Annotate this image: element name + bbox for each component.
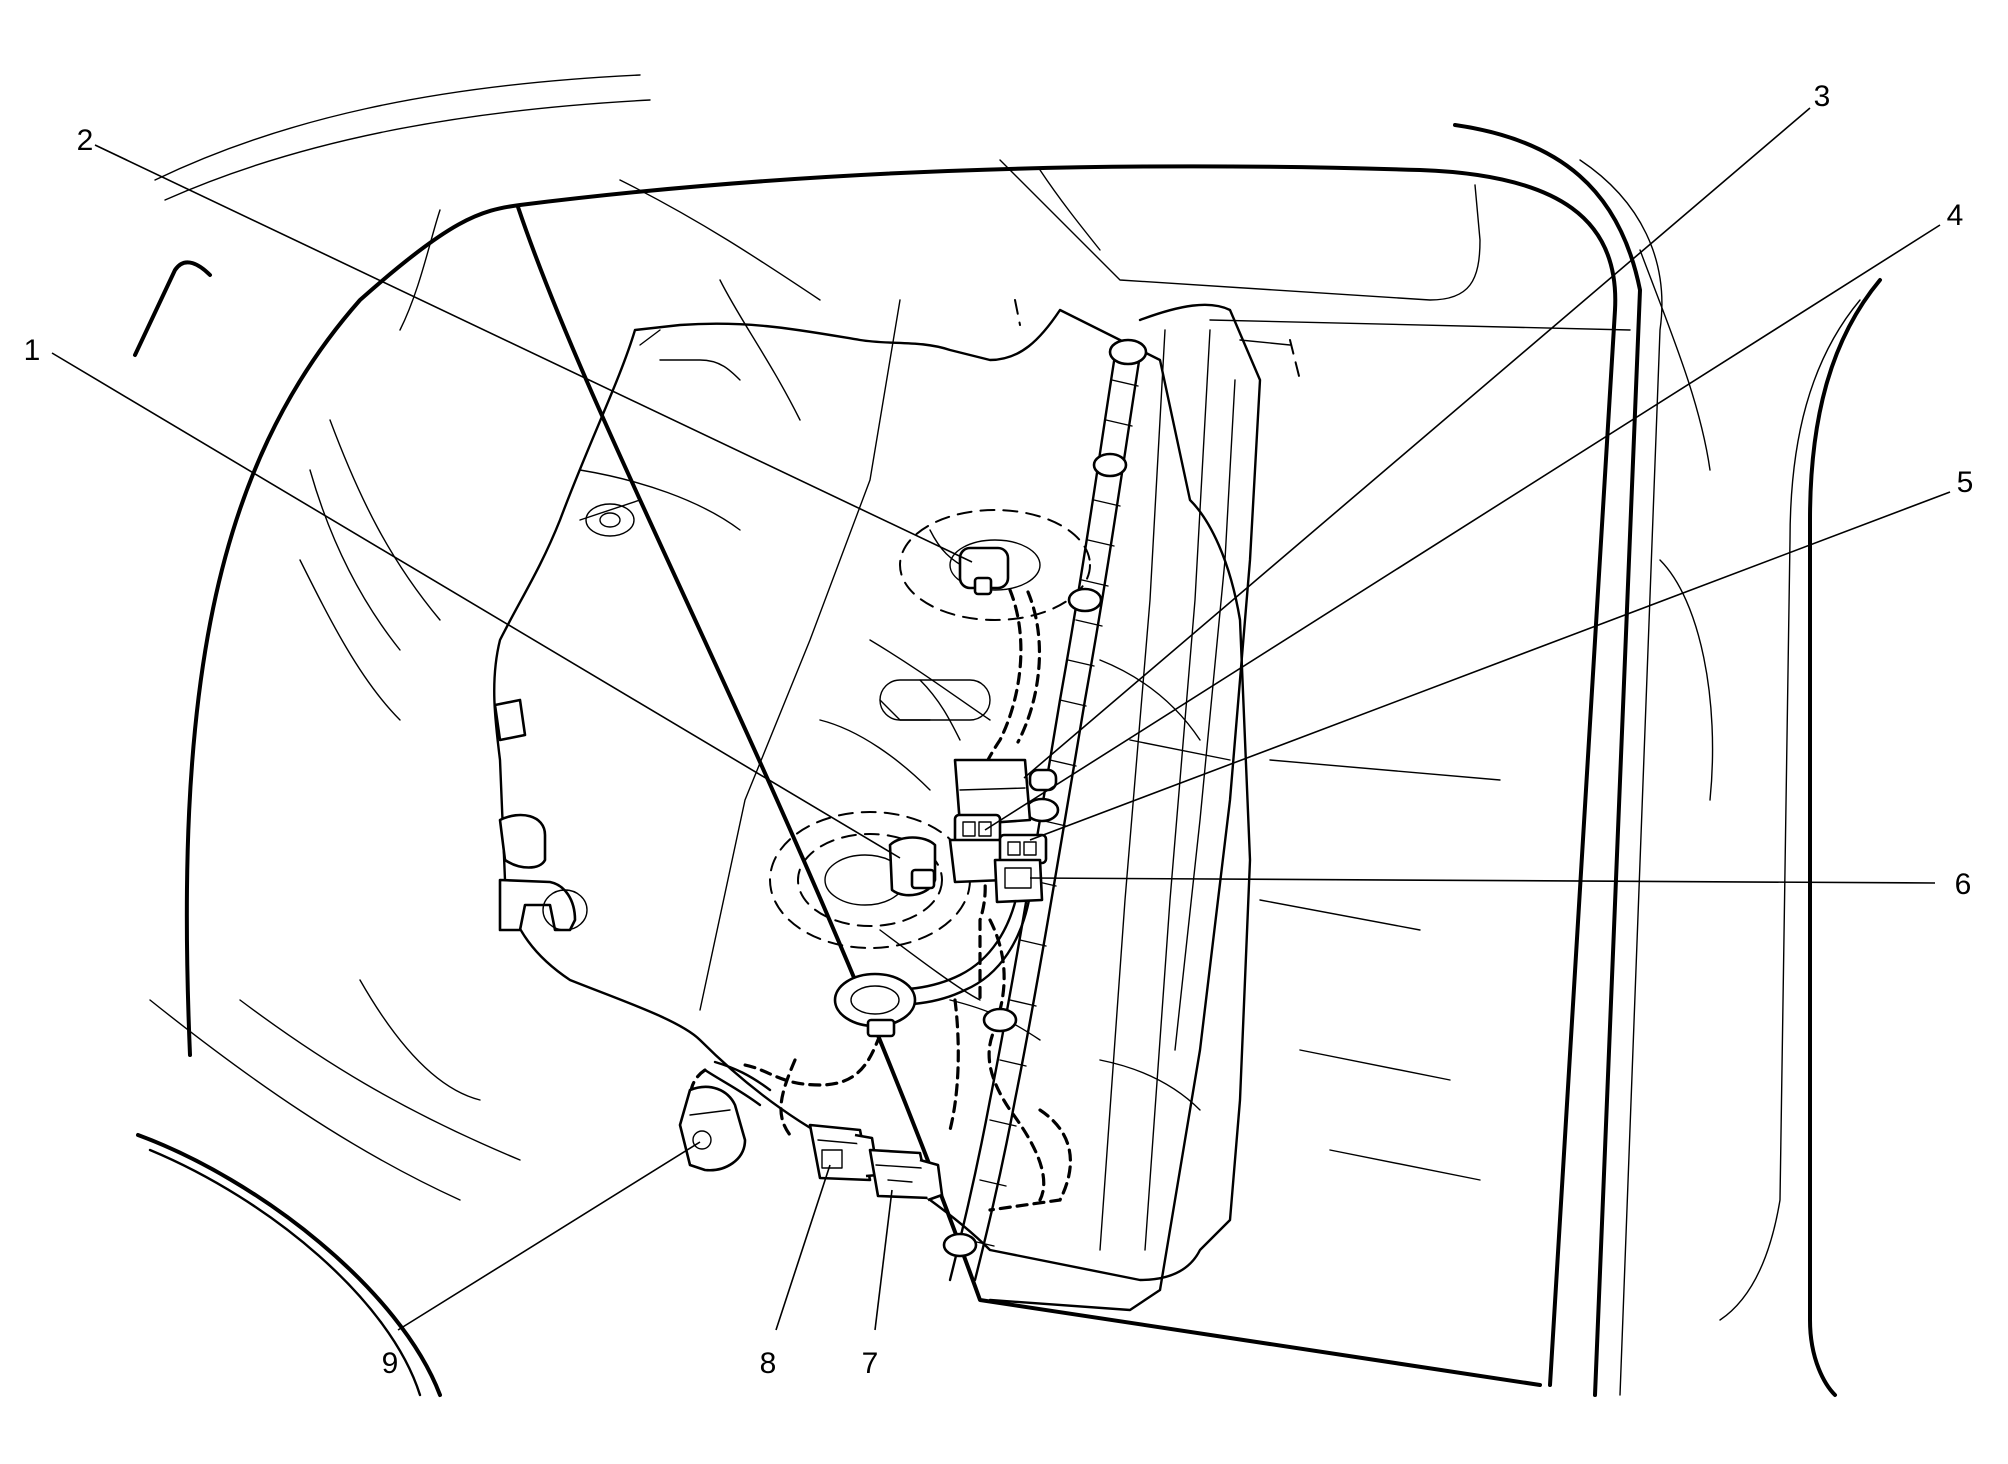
inline-connector-8 [808,1123,880,1182]
callout-5: 5 [1957,466,1974,499]
callout-4: 4 [1947,199,1964,232]
callout-3: 3 [1814,80,1831,113]
wiring-harness [689,299,1301,1312]
sketch-mark [133,260,212,357]
lower-pump-module [769,811,971,949]
leader-6 [1029,877,1936,884]
leader-1 [51,352,901,859]
leader-7 [874,1189,893,1331]
harness-connector-upper [953,758,1058,827]
harness-connector-left [948,813,1007,884]
inline-connector-7 [868,1148,944,1202]
leader-8 [775,1164,831,1331]
leader-2 [94,144,973,563]
leader-5 [1029,491,1951,841]
callout-7: 7 [862,1347,879,1380]
callout-8: 8 [760,1347,777,1380]
leader-lines [51,107,1951,1331]
upper-pump-module [899,509,1091,621]
leader-4 [984,224,1941,831]
vehicle-body-outline [136,74,1882,1397]
callout-9: 9 [382,1347,399,1380]
leader-3 [1023,107,1811,779]
harness-connector-right-lower [993,858,1044,904]
callout-labels: 1 2 3 4 5 6 7 8 9 [24,80,1974,1380]
leader-9 [397,1141,701,1331]
fuel-tank [493,279,1252,1282]
callout-1: 1 [24,334,41,367]
evap-connector [678,1085,747,1172]
callout-2: 2 [77,124,94,157]
callout-6: 6 [1955,868,1972,901]
